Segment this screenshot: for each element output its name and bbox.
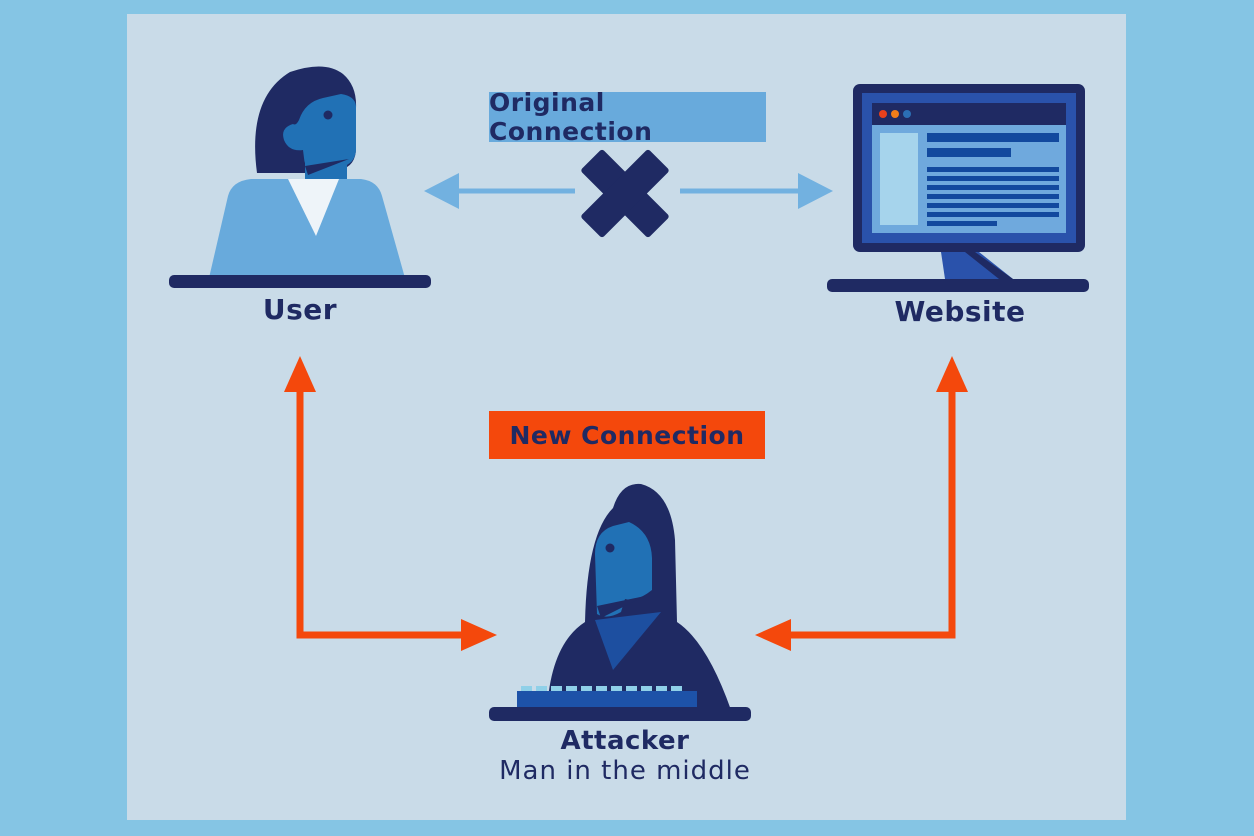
attacker-sublabel: Man in the middle	[499, 756, 751, 786]
new-connection-text: New Connection	[509, 420, 745, 450]
browser-dot-red	[879, 110, 887, 118]
original-connection-label: Original Connection	[489, 88, 766, 146]
user-icon	[169, 66, 431, 288]
user-eye	[323, 110, 333, 120]
new-connection-label: New Connection	[489, 411, 765, 459]
user-label: User	[262, 293, 338, 326]
original-connection-text: Original Connection	[489, 88, 653, 146]
blocked-x-icon	[581, 149, 669, 238]
browser-dot-blue	[903, 110, 911, 118]
keyboard	[517, 686, 697, 707]
attacker-eye	[605, 543, 615, 553]
original-connection-arrow-left	[424, 173, 575, 209]
browser-dot-orange	[891, 110, 899, 118]
website-icon	[827, 84, 1089, 292]
webpage-sidebar	[880, 133, 918, 225]
new-connection-arrow-user	[284, 356, 497, 651]
new-connection-arrow-website	[755, 356, 968, 651]
browser-bar	[872, 103, 1066, 125]
attacker-icon	[489, 483, 751, 721]
original-connection-arrow-right	[680, 173, 833, 209]
website-label: Website	[894, 295, 1026, 328]
attacker-label: Attacker	[560, 726, 690, 756]
